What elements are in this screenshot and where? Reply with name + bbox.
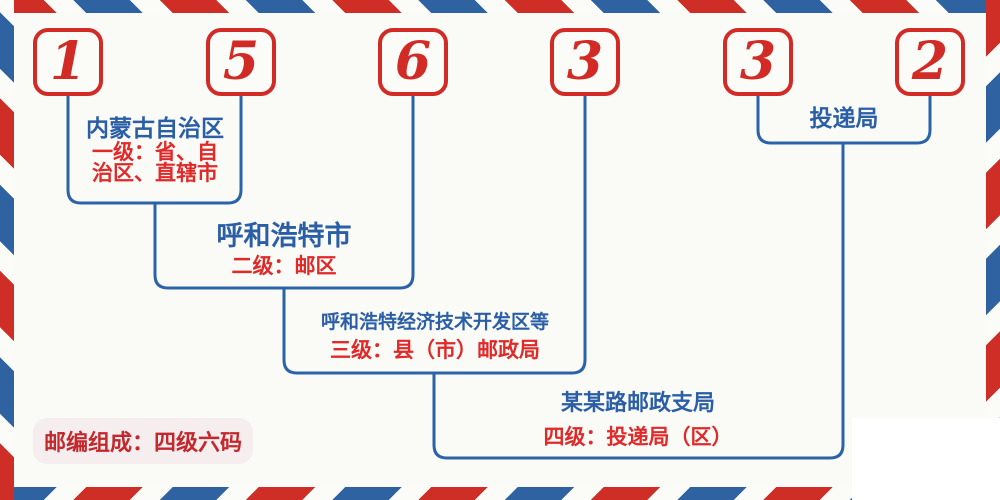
- level3-desc: 三级：县（市）邮政局: [330, 339, 540, 362]
- composition-badge: 邮编组成：四级六码: [33, 418, 253, 464]
- bracket-level4: [432, 143, 845, 460]
- digit-box-1: 1: [33, 28, 103, 96]
- airmail-border-bottom: [0, 487, 1000, 500]
- digit-value: 5: [222, 31, 260, 92]
- label-level3: 呼和浩特经济技术开发区等 三级：县（市）邮政局: [285, 311, 585, 361]
- digit-value: 2: [911, 31, 949, 92]
- label-delivery-bureau: 投递局: [774, 105, 914, 131]
- level2-desc: 二级：邮区: [231, 255, 337, 278]
- level4-desc: 四级：投递局（区）: [543, 426, 733, 449]
- level1-name: 内蒙古自治区: [86, 115, 224, 141]
- digit-value: 6: [394, 31, 432, 92]
- digit-box-5: 3: [723, 28, 793, 96]
- level1-desc-line2: 治区、直辖市: [92, 162, 218, 185]
- digit-box-2: 5: [206, 28, 276, 96]
- level2-name: 呼和浩特市: [216, 221, 352, 251]
- composition-badge-text: 邮编组成：四级六码: [43, 430, 242, 455]
- airmail-border-right: [986, 0, 1000, 500]
- digit-value: 1: [49, 31, 87, 92]
- digit-box-6: 2: [895, 28, 965, 96]
- blank-patch: [852, 418, 1000, 500]
- airmail-border-left: [0, 0, 14, 500]
- level1-desc-line1: 一级：省、自: [92, 141, 218, 164]
- label-level1: 内蒙古自治区 一级：省、自 治区、直辖市: [60, 115, 250, 184]
- digit-value: 3: [739, 31, 777, 92]
- label-level2: 呼和浩特市 二级：邮区: [164, 221, 404, 278]
- digit-box-4: 3: [550, 28, 620, 96]
- digit-value: 3: [566, 31, 604, 92]
- level4-name: 某某路邮政支局: [560, 390, 715, 415]
- level3-name: 呼和浩特经济技术开发区等: [320, 312, 549, 333]
- airmail-border-top: [0, 0, 1000, 13]
- label-level4: 某某路邮政支局 四级：投递局（区）: [488, 390, 788, 449]
- delivery-bureau-name: 投递局: [809, 105, 879, 131]
- digit-box-3: 6: [378, 28, 448, 96]
